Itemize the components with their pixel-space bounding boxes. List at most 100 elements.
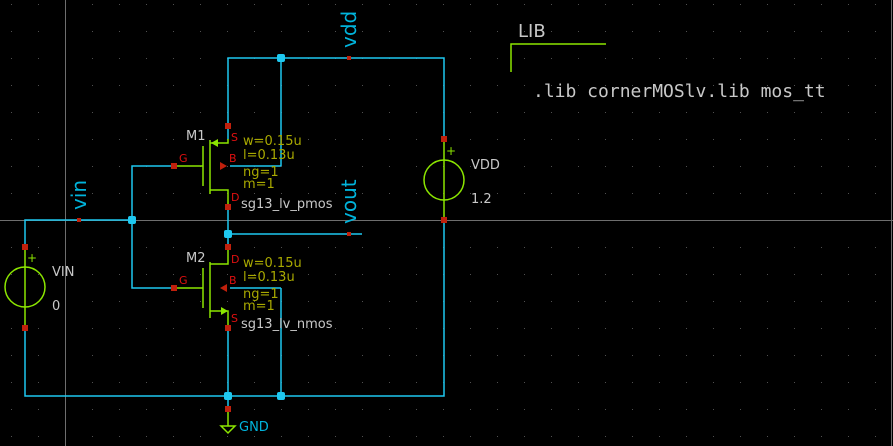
grid-dot [524, 139, 525, 140]
grid-dot [308, 301, 309, 302]
grid-dot [875, 4, 876, 5]
grid-dot [632, 382, 633, 383]
wire-gnd-rail[interactable] [24, 220, 445, 397]
grid-dot [38, 436, 39, 437]
grid-dot [92, 328, 93, 329]
grid-dot [119, 382, 120, 383]
net-label-vout[interactable]: vout [337, 179, 361, 236]
vdd-pin-minus[interactable] [441, 217, 447, 223]
grid-dot [497, 4, 498, 5]
grid-dot [524, 301, 525, 302]
transistor-m2-nmos[interactable]: M2 G D B S w=0.15u l=0.13u ng=1 m=1 sg13… [171, 244, 333, 332]
net-label-vdd[interactable]: vdd [337, 11, 361, 60]
grid-dot [200, 4, 201, 5]
grid-dot [497, 85, 498, 86]
grid-dot [38, 4, 39, 5]
grid-dot [308, 355, 309, 356]
vin-polarity-plus: + [27, 251, 37, 265]
m2-name: M2 [186, 251, 206, 266]
lib-code-block[interactable]: LIB .lib cornerMOSlv.lib mos_tt [510, 21, 826, 102]
grid-dot [659, 274, 660, 275]
grid-dot [119, 58, 120, 59]
grid-dot [794, 193, 795, 194]
grid-dot [524, 436, 525, 437]
grid-dot [92, 112, 93, 113]
grid-dot [713, 301, 714, 302]
m2-pin-drain[interactable] [225, 244, 231, 250]
grid-dot [92, 355, 93, 356]
m2-pin-source[interactable] [225, 325, 231, 331]
grid-dot [659, 4, 660, 5]
grid-dot [254, 112, 255, 113]
vdd-pin-plus[interactable] [441, 136, 447, 142]
grid-dot [848, 328, 849, 329]
m2-bulk-arrow [220, 284, 227, 292]
m2-pin-label-d: D [231, 253, 239, 266]
lib-bracket [510, 43, 606, 72]
grid-dot [362, 85, 363, 86]
grid-dot [254, 31, 255, 32]
grid-dot [632, 193, 633, 194]
grid-dot [254, 85, 255, 86]
grid-dot [200, 31, 201, 32]
grid-dot [11, 166, 12, 167]
grid-dot [794, 436, 795, 437]
grid-dot [362, 409, 363, 410]
grid-dot [362, 328, 363, 329]
m1-model: sg13_lv_pmos [241, 197, 333, 212]
grid-dot [767, 4, 768, 5]
wire-vin[interactable] [24, 219, 132, 247]
grid-dot [821, 274, 822, 275]
ground-symbol[interactable]: GND [219, 406, 269, 435]
grid-dot [362, 436, 363, 437]
grid-dot [686, 247, 687, 248]
voltage-source-vin[interactable]: + VIN 0 [4, 244, 74, 331]
grid-dot [632, 166, 633, 167]
net-label-vout-text: vout [337, 179, 361, 224]
net-label-vin[interactable]: vin [67, 180, 91, 222]
lib-title: LIB [518, 21, 546, 42]
grid-dot [119, 193, 120, 194]
m1-pin-label-g: G [179, 152, 188, 165]
grid-dot [254, 409, 255, 410]
grid-dot [578, 436, 579, 437]
grid-dot [416, 274, 417, 275]
grid-dot [632, 139, 633, 140]
grid-dot [227, 31, 228, 32]
voltage-source-vdd[interactable]: + VDD 1.2 [423, 136, 500, 223]
vin-pin-plus[interactable] [22, 244, 28, 250]
grid-dot [38, 31, 39, 32]
grid-dot [335, 382, 336, 383]
grid-dot [11, 436, 12, 437]
grid-dot [38, 166, 39, 167]
grid-dot [551, 193, 552, 194]
gnd-pin[interactable] [225, 406, 231, 412]
vin-pin-minus[interactable] [22, 325, 28, 331]
m1-bulk-arrow [220, 162, 227, 170]
grid-dot [281, 4, 282, 5]
wire-vdd-rail[interactable] [227, 57, 445, 139]
grid-dot [389, 4, 390, 5]
m2-param-l: l=0.13u [243, 270, 295, 285]
grid-dot [497, 58, 498, 59]
grid-dot [740, 112, 741, 113]
junction-gnd-2 [277, 392, 285, 400]
wire-gate-m1[interactable] [131, 165, 174, 289]
m2-pin-gate[interactable] [171, 285, 177, 291]
m1-pin-gate[interactable] [171, 163, 177, 169]
m2-param-m: m=1 [243, 299, 275, 314]
grid-dot [443, 31, 444, 32]
transistor-m1-pmos[interactable]: M1 G S B D w=0.15u l=0.13u ng=1 m=1 sg13… [171, 123, 333, 212]
vin-source-circle [4, 266, 46, 308]
grid-dot [578, 4, 579, 5]
m1-name: M1 [186, 129, 206, 144]
grid-dot [173, 328, 174, 329]
grid-dot [821, 247, 822, 248]
grid-dot [173, 355, 174, 356]
m1-pin-drain[interactable] [225, 204, 231, 210]
grid-dot [686, 355, 687, 356]
m1-pin-source[interactable] [225, 123, 231, 129]
grid-dot [92, 247, 93, 248]
grid-dot [767, 382, 768, 383]
